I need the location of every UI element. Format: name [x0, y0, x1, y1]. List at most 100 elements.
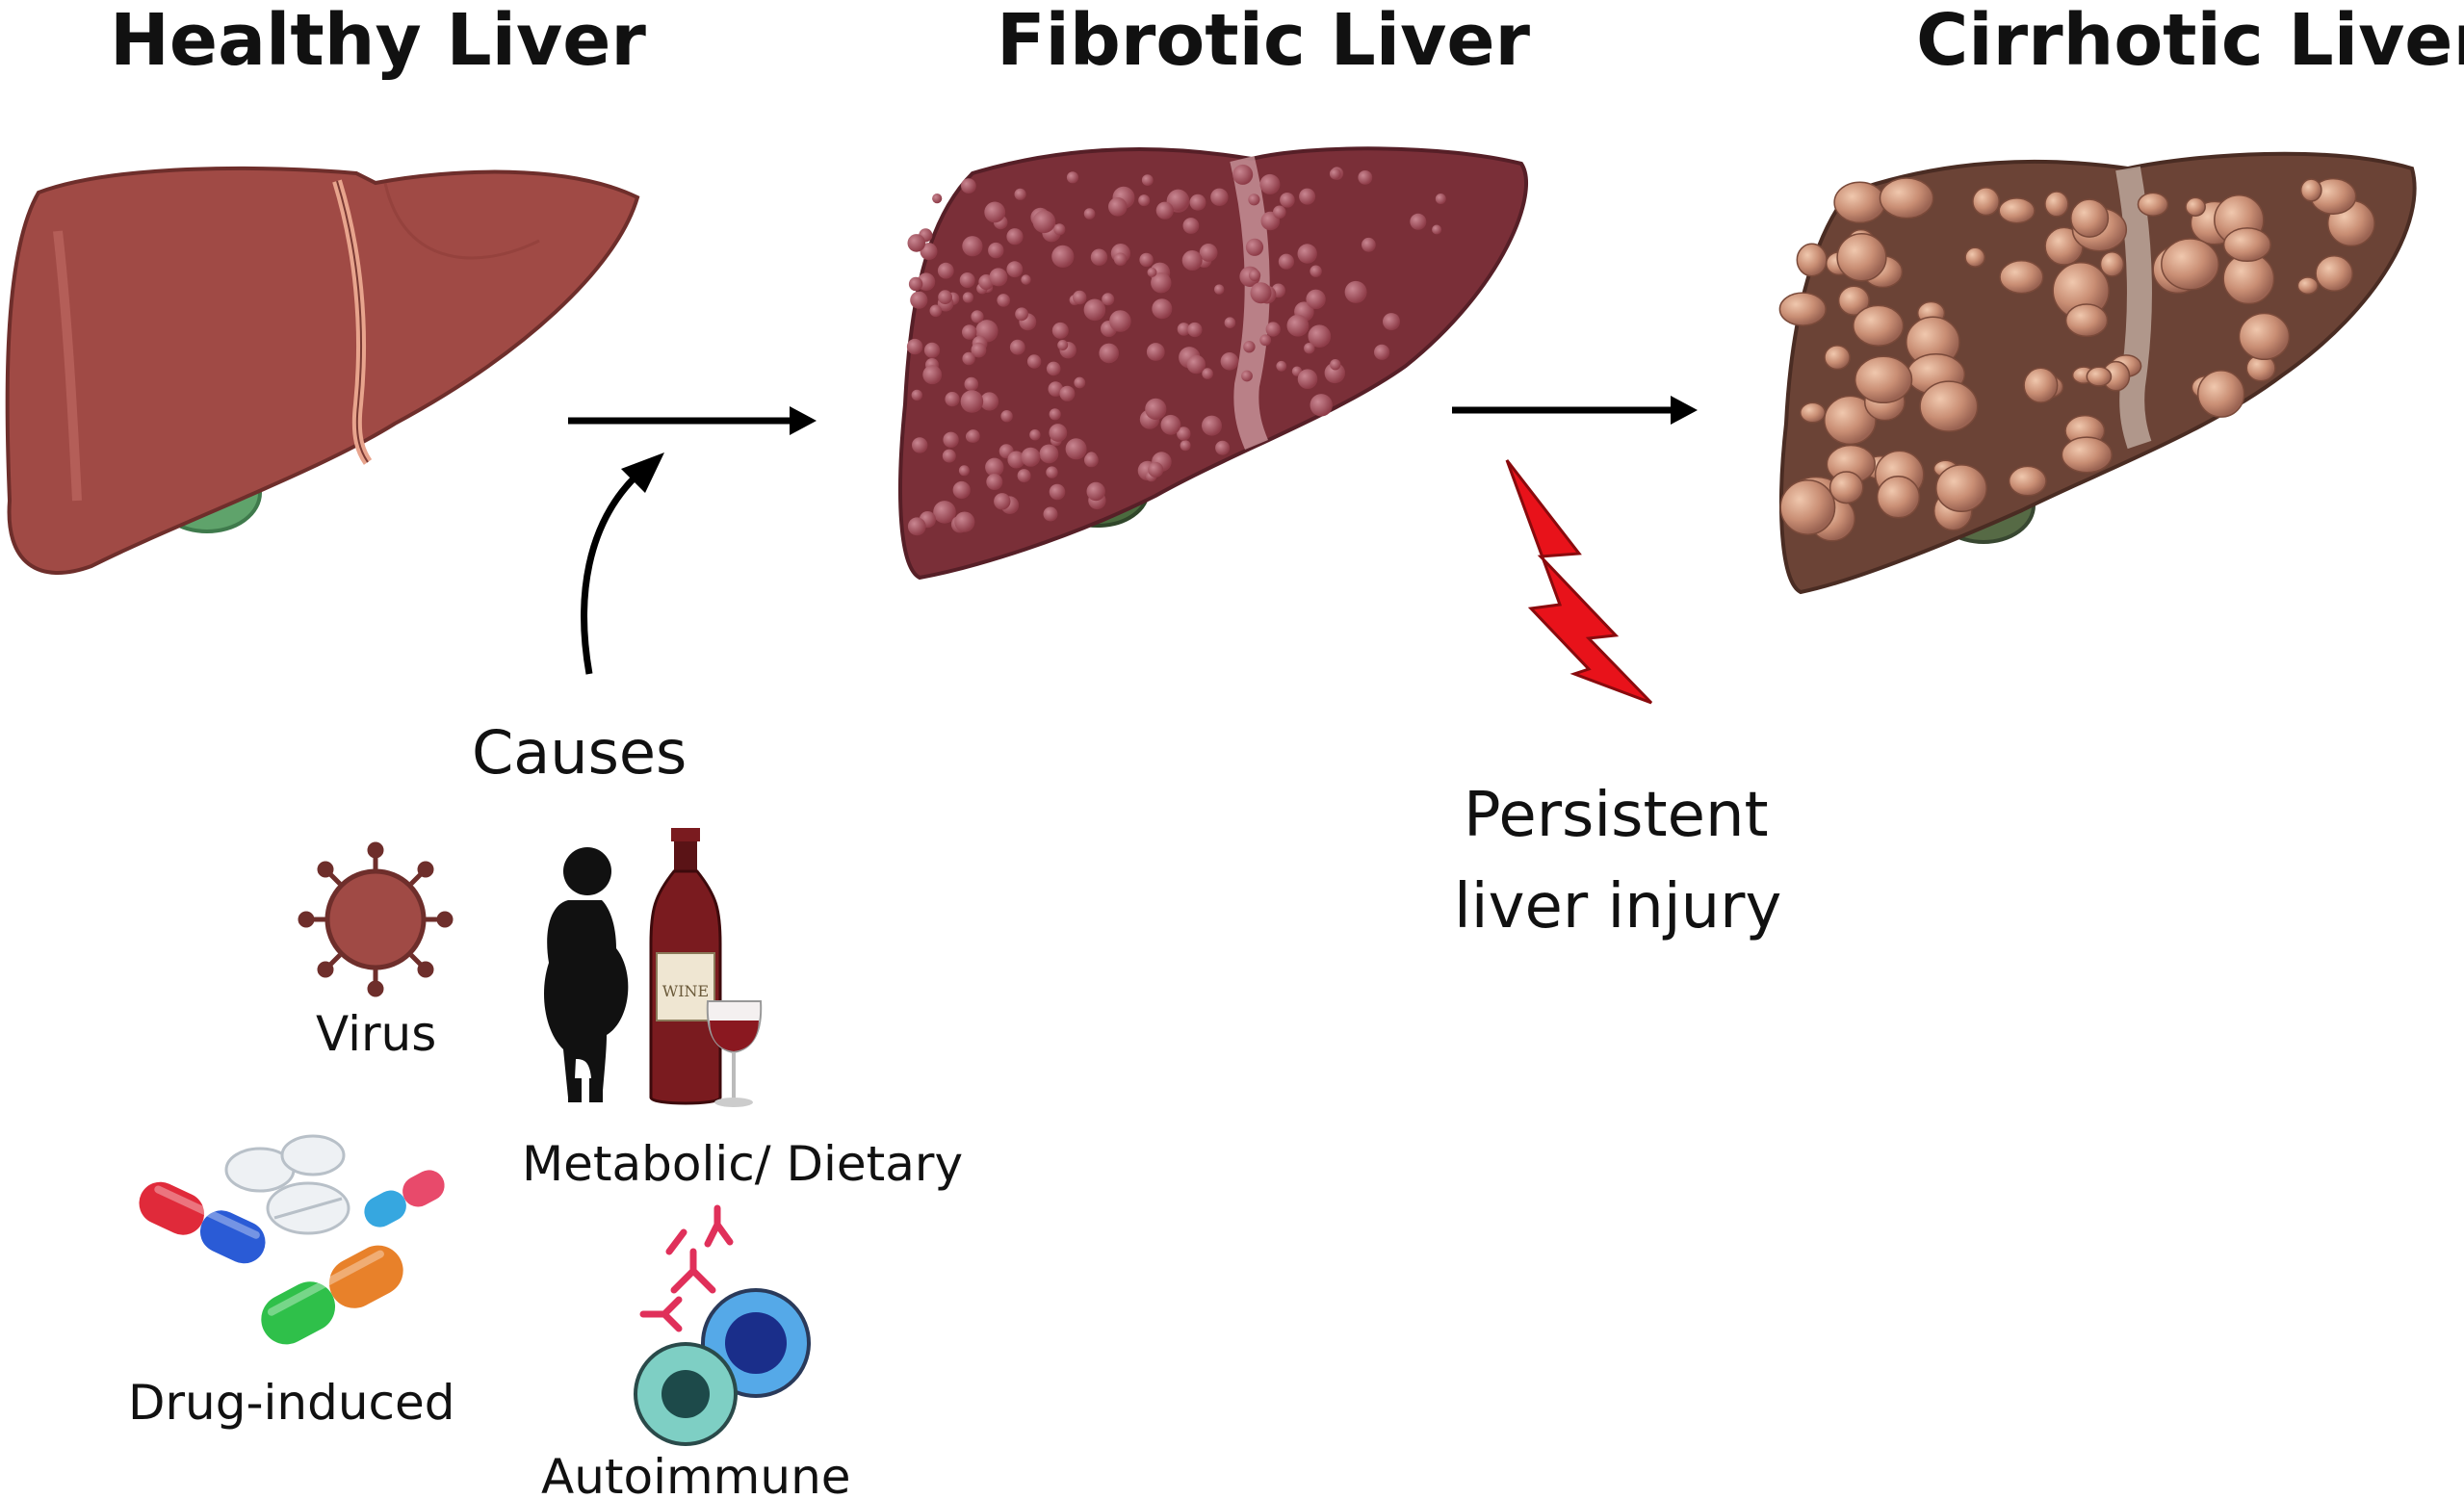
cirrhotic-nodule — [1836, 232, 1887, 282]
fibrotic-nodule — [1049, 424, 1068, 442]
fibrotic-nodule — [1017, 469, 1031, 483]
lightning-bolt-icon — [1505, 459, 1653, 705]
falciform-ligament — [2115, 166, 2152, 450]
fibrotic-nodule — [1310, 394, 1333, 417]
cirrhotic-nodule — [1800, 401, 1827, 424]
cirrhotic-nodule — [2064, 303, 2109, 338]
fibrotic-nodule — [1139, 252, 1154, 268]
fibrotic-nodule — [954, 511, 975, 532]
fibrotic-nodule — [1147, 267, 1157, 277]
immune-cells-icon — [634, 1204, 811, 1446]
fibrotic-nodule — [1286, 314, 1310, 337]
fibrotic-nodule — [1007, 451, 1025, 469]
fibrotic-nodule — [1086, 481, 1105, 502]
fibrotic-nodule — [1032, 210, 1056, 234]
fibrotic-nodule — [1084, 452, 1099, 468]
wine-glass-icon — [706, 1000, 763, 1107]
fibrotic-nodule — [1249, 269, 1261, 281]
cirrhotic-nodule — [1824, 345, 1851, 371]
fibrotic-nodule — [912, 437, 928, 453]
fibrotic-nodule — [907, 234, 926, 252]
fibrotic-nodule — [1182, 218, 1200, 234]
fibrotic-nodule — [971, 310, 984, 323]
cirrhotic-nodule — [2238, 312, 2291, 361]
fibrotic-nodule — [943, 431, 959, 448]
progression-arrow-2 — [1452, 396, 1698, 425]
fibrotic-nodule — [945, 392, 960, 407]
fibrotic-nodule — [937, 262, 954, 279]
fibrotic-nodule — [1329, 168, 1341, 180]
cirrhotic-nodule — [2023, 367, 2059, 403]
cirrhotic-nodule — [1829, 471, 1864, 504]
fibrotic-nodule — [1059, 385, 1076, 401]
fibrotic-nodule — [1362, 237, 1376, 252]
fibrotic-nodule — [962, 324, 977, 340]
fibrotic-nodule — [1051, 245, 1075, 268]
fibrotic-nodule — [1308, 324, 1332, 349]
fibrotic-nodule — [1049, 408, 1061, 421]
fibrotic-nodule — [962, 292, 974, 303]
cirrhotic-nodule — [2070, 198, 2110, 238]
fibrotic-nodule — [1210, 188, 1229, 206]
autoimmune-label: Autoimmune — [541, 1449, 851, 1499]
fibrotic-nodule — [1048, 381, 1064, 397]
fibrotic-nodule — [1108, 197, 1128, 217]
fibrotic-nodule — [1021, 447, 1041, 467]
fibrotic-nodule — [1199, 244, 1218, 262]
pills-icon — [139, 1134, 445, 1345]
fibrotic-nodule — [1259, 334, 1272, 347]
fibrotic-nodule — [1273, 205, 1286, 220]
cirrhotic-nodule — [1998, 197, 2036, 224]
fibrotic-nodule — [961, 178, 976, 194]
cirrhotic-nodule — [2315, 254, 2354, 293]
fibrotic-nodule — [1021, 274, 1031, 285]
causes-heading: Causes — [472, 717, 687, 788]
persistent-injury-label-line2: liver injury — [1454, 871, 1782, 943]
svg-text:WINE: WINE — [662, 982, 709, 1000]
cirrhotic-nodule — [1837, 285, 1870, 316]
cirrhotic-nodule — [2296, 276, 2319, 296]
fibrotic-nodule — [907, 517, 926, 536]
fibrotic-nodule — [958, 465, 970, 477]
fibrotic-nodule — [1102, 293, 1115, 306]
fibrotic-liver-illustration — [898, 146, 1528, 581]
fibrotic-nodule — [1306, 289, 1326, 309]
cirrhotic-nodule — [2137, 192, 2169, 217]
fibrotic-nodule — [964, 376, 979, 392]
fibrotic-nodule — [1015, 307, 1028, 322]
fibrotic-nodule — [1006, 261, 1024, 278]
cirrhotic-nodule — [2185, 196, 2206, 217]
cirrhotic-nodule — [1964, 246, 1986, 268]
fibrotic-nodule — [1259, 173, 1281, 194]
cirrhotic-nodule — [1824, 395, 1877, 446]
fibrotic-nodule — [1232, 164, 1254, 185]
fibrotic-nodule — [1187, 322, 1203, 338]
fibrotic-nodule — [1241, 370, 1253, 382]
fibrotic-nodule — [1245, 238, 1264, 256]
fibrotic-nodule — [959, 272, 975, 288]
falciform-ligament — [1230, 156, 1270, 450]
cirrhotic-nodule — [1778, 292, 1827, 326]
cirrhotic-nodule — [2099, 251, 2125, 277]
fibrotic-nodule — [1026, 354, 1042, 369]
fibrotic-nodule — [997, 294, 1010, 307]
fibrotic-nodule — [1276, 360, 1287, 372]
fibrotic-nodule — [988, 242, 1004, 259]
fibrotic-nodule — [1155, 201, 1174, 220]
fibrotic-nodule — [1243, 341, 1256, 353]
wine-bottle-icon: WINE — [649, 828, 722, 1105]
fibrotic-nodule — [952, 480, 971, 500]
drug-induced-label: Drug-induced — [128, 1375, 455, 1431]
cirrhotic-liver-illustration — [1778, 151, 2417, 595]
progression-arrow-1 — [568, 406, 817, 435]
fibrotic-nodule — [1214, 284, 1225, 295]
fibrotic-nodule — [911, 389, 922, 401]
healthy-liver-illustration — [5, 166, 640, 575]
fibrotic-nodule — [1181, 250, 1203, 271]
fibrotic-nodule — [1310, 265, 1322, 277]
fibrotic-nodule — [1148, 461, 1164, 478]
fibrotic-nodule — [1083, 208, 1096, 220]
fibrotic-nodule — [1189, 194, 1206, 211]
cirrhotic-nodule — [2222, 227, 2271, 263]
cirrhotic-nodule — [2086, 366, 2113, 387]
